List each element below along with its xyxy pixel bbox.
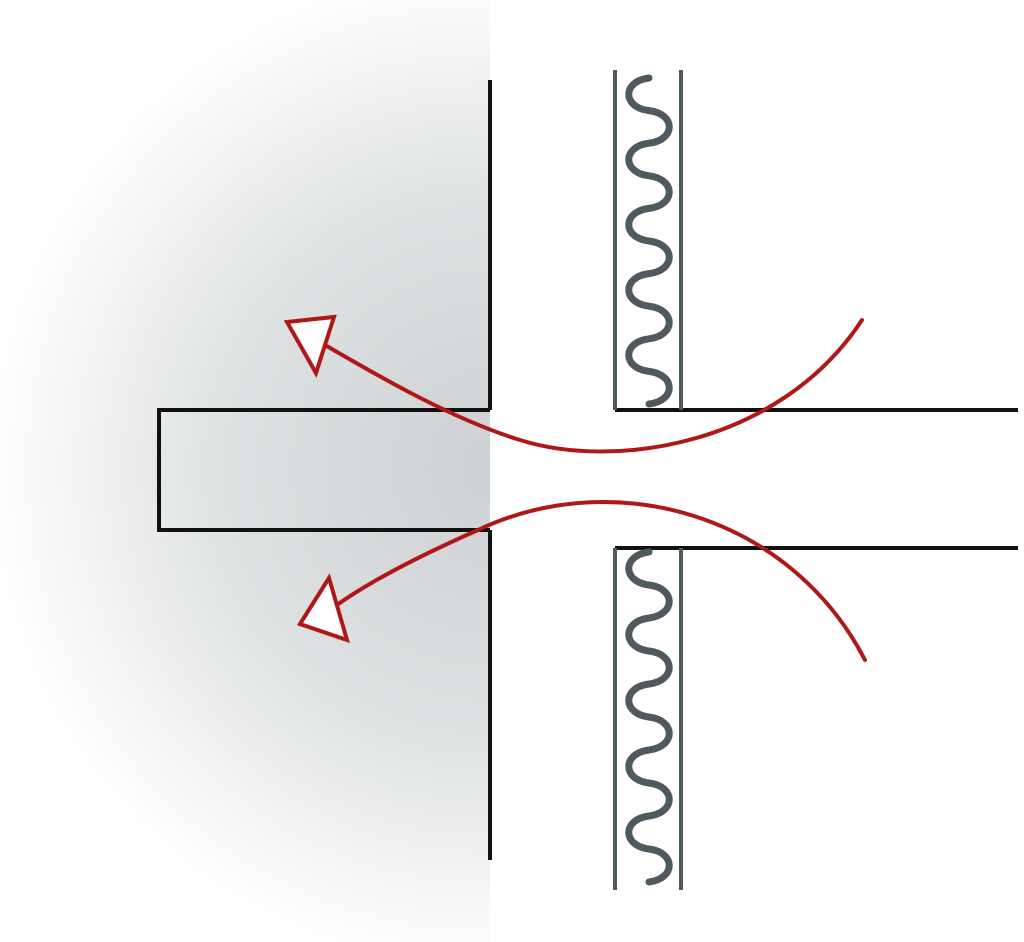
- lower-airflow-curve: [335, 500, 867, 662]
- upper-airflow-arrowhead: [283, 314, 337, 378]
- duct-top-left-edge: [157, 408, 490, 532]
- left-wall-shading: [0, 0, 490, 942]
- lower-airflow-arrowhead: [296, 573, 350, 644]
- lower-insulation-wave: [625, 548, 673, 886]
- right-wall-section: [613, 70, 683, 890]
- red-airflow-arrows: [283, 314, 867, 662]
- upper-airflow-curve: [323, 318, 864, 454]
- left-wall-section: [0, 0, 492, 942]
- upper-insulation-wave: [625, 74, 673, 408]
- wavy-batt-insulation: [625, 74, 673, 886]
